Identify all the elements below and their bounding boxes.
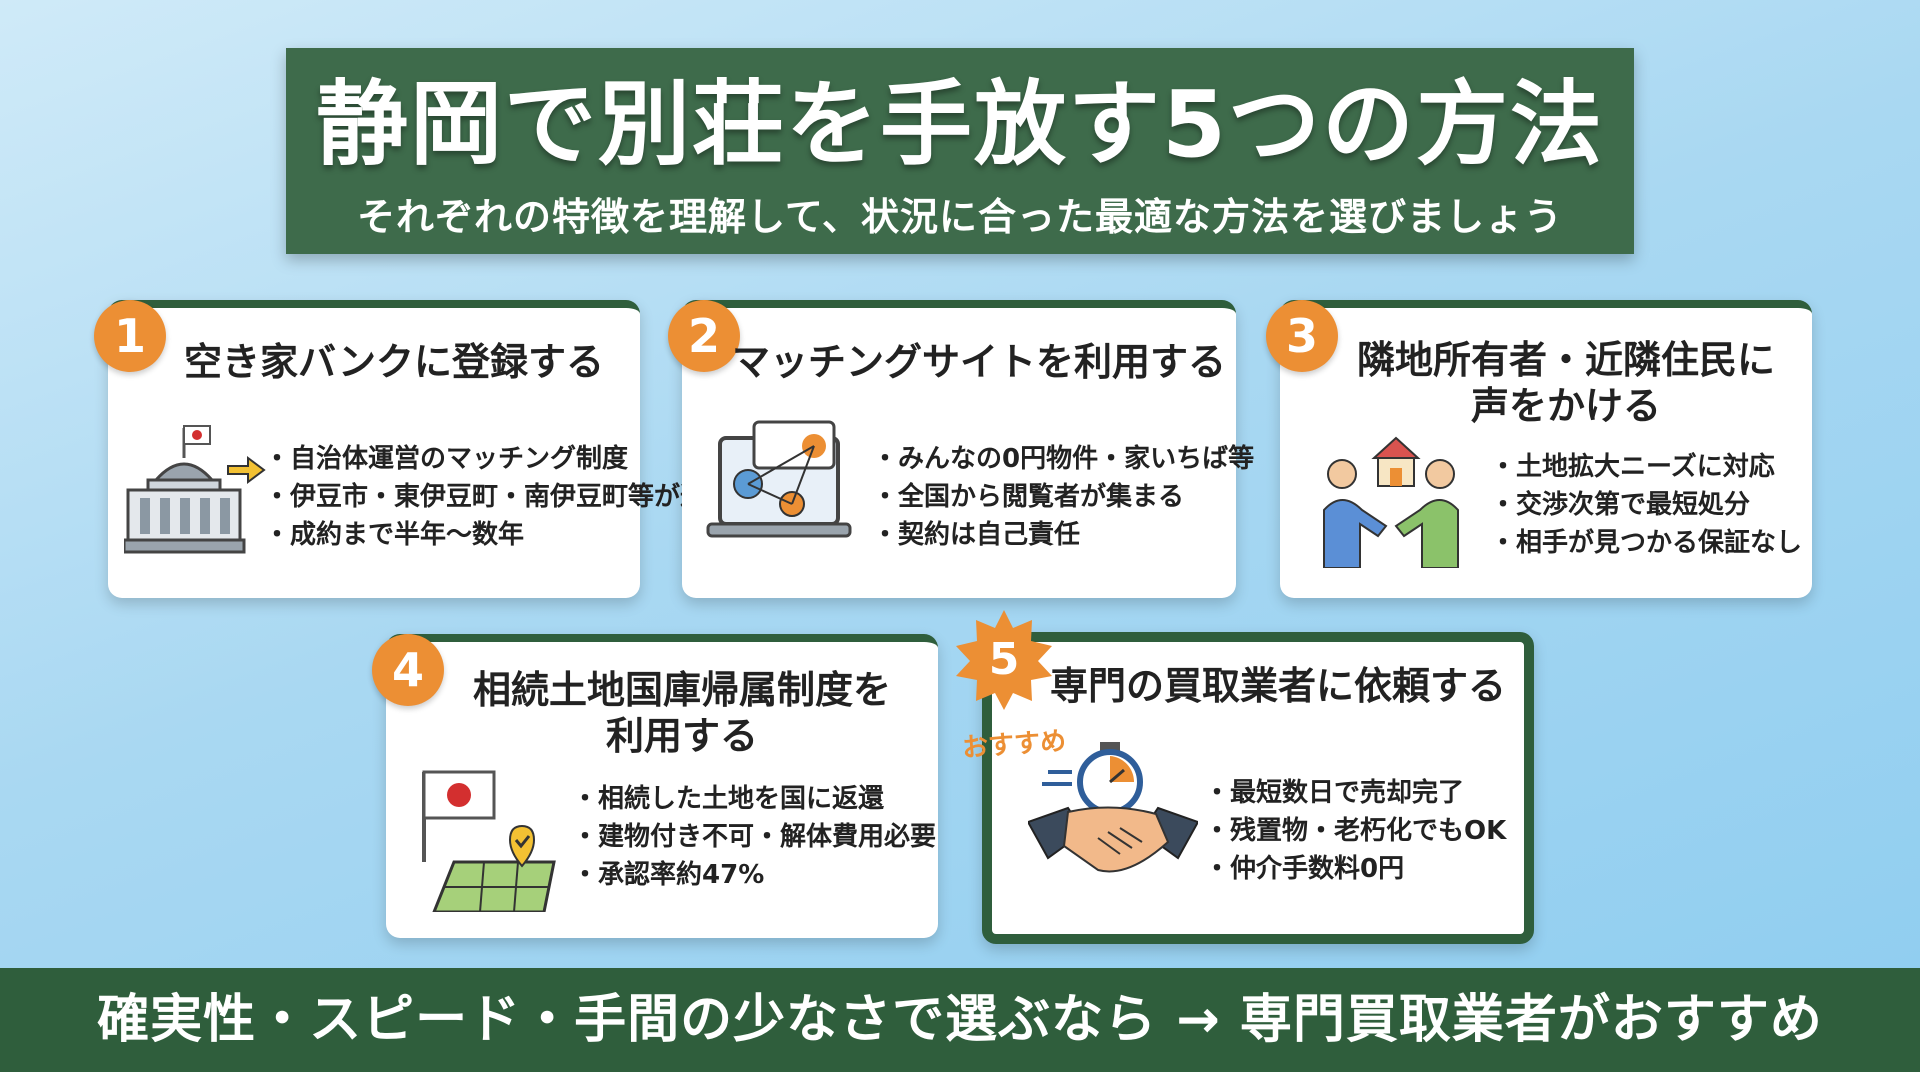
list-item: 土地拡大ニーズに対応 [1490,448,1802,486]
method-card-3: 3 隣地所有者・近隣住民に 声をかける 土地拡大ニーズに対応 交渉次第で最短処分… [1266,300,1812,598]
number-badge-4: 4 [372,634,444,706]
list-item: 全国から閲覧者が集まる [872,478,1254,516]
page-subtitle: それぞれの特徴を理解して、状況に合った最適な方法を選びましょう [357,195,1563,239]
list-item: みんなの0円物件・家いちば等 [872,440,1254,478]
method-title-3-line2: 声をかける [1470,384,1661,428]
method-card-4: 4 相続土地国庫帰属制度を 利用する 相続した土地を国に返還 建物付き不可・解体… [372,634,938,938]
government-building-icon [124,425,266,554]
method-title-5: 専門の買取業者に依頼する [1049,664,1506,708]
method-card-1: 1 空き家バンクに登録する 自治体運営のマッチング制度 伊豆市・東伊豆町・南伊豆… [94,300,732,598]
laptop-network-icon [706,420,852,538]
list-item: 最短数日で売却完了 [1204,774,1506,812]
list-item: 残置物・老朽化でもOK [1204,812,1506,850]
method-title-1: 空き家バンクに登録する [184,340,604,384]
neighbors-handshake-icon [1323,436,1459,568]
method-bullets-5: 最短数日で売却完了 残置物・老朽化でもOK 仲介手数料0円 [1204,774,1506,888]
list-item: 伊豆市・東伊豆町・南伊豆町等が運営 [264,478,732,516]
list-item: 承認率約47% [572,856,936,894]
list-item: 建物付き不可・解体費用必要 [572,818,936,856]
number-badge-5: 5 [988,634,1020,685]
list-item: 相手が見つかる保証なし [1490,524,1802,562]
method-title-2: マッチングサイトを利用する [731,340,1226,384]
method-title-4-line2: 利用する [605,714,758,758]
footer-banner: 確実性・スピード・手間の少なさで選ぶなら → 専門買取業者がおすすめ [0,968,1920,1072]
method-bullets-4: 相続した土地を国に返還 建物付き不可・解体費用必要 承認率約47% [572,780,936,894]
method-bullets-1: 自治体運営のマッチング制度 伊豆市・東伊豆町・南伊豆町等が運営 成約まで半年〜数… [264,440,732,554]
handshake-stopwatch-icon [1028,742,1198,873]
method-bullets-2: みんなの0円物件・家いちば等 全国から閲覧者が集まる 契約は自己責任 [872,440,1254,554]
japan-flag-land-icon [422,770,556,912]
page-title: 静岡で別荘を手放す5つの方法 [315,71,1604,178]
method-bullets-3: 土地拡大ニーズに対応 交渉次第で最短処分 相手が見つかる保証なし [1490,448,1802,562]
list-item: 成約まで半年〜数年 [264,516,732,554]
method-card-5: 5 おすすめ 専門の買取業者に依頼する 最短数日で売却完了 残置物・老朽化でもO… [956,610,1534,944]
method-title-3-line1: 隣地所有者・近隣住民に [1356,338,1775,382]
list-item: 相続した土地を国に返還 [572,780,936,818]
header-banner: 静岡で別荘を手放す5つの方法 それぞれの特徴を理解して、状況に合った最適な方法を… [286,48,1634,254]
number-badge-1: 1 [94,300,166,372]
number-badge-3: 3 [1266,300,1338,372]
list-item: 契約は自己責任 [872,516,1254,554]
list-item: 交渉次第で最短処分 [1490,486,1802,524]
method-title-4-line1: 相続土地国庫帰属制度を [472,668,891,712]
starburst-badge-icon [956,610,1052,710]
number-badge-2: 2 [668,300,740,372]
list-item: 自治体運営のマッチング制度 [264,440,732,478]
list-item: 仲介手数料0円 [1204,850,1506,888]
method-card-2: 2 マッチングサイトを利用する みんなの0円物件・家いちば等 全国から閲覧者が集… [668,300,1254,598]
